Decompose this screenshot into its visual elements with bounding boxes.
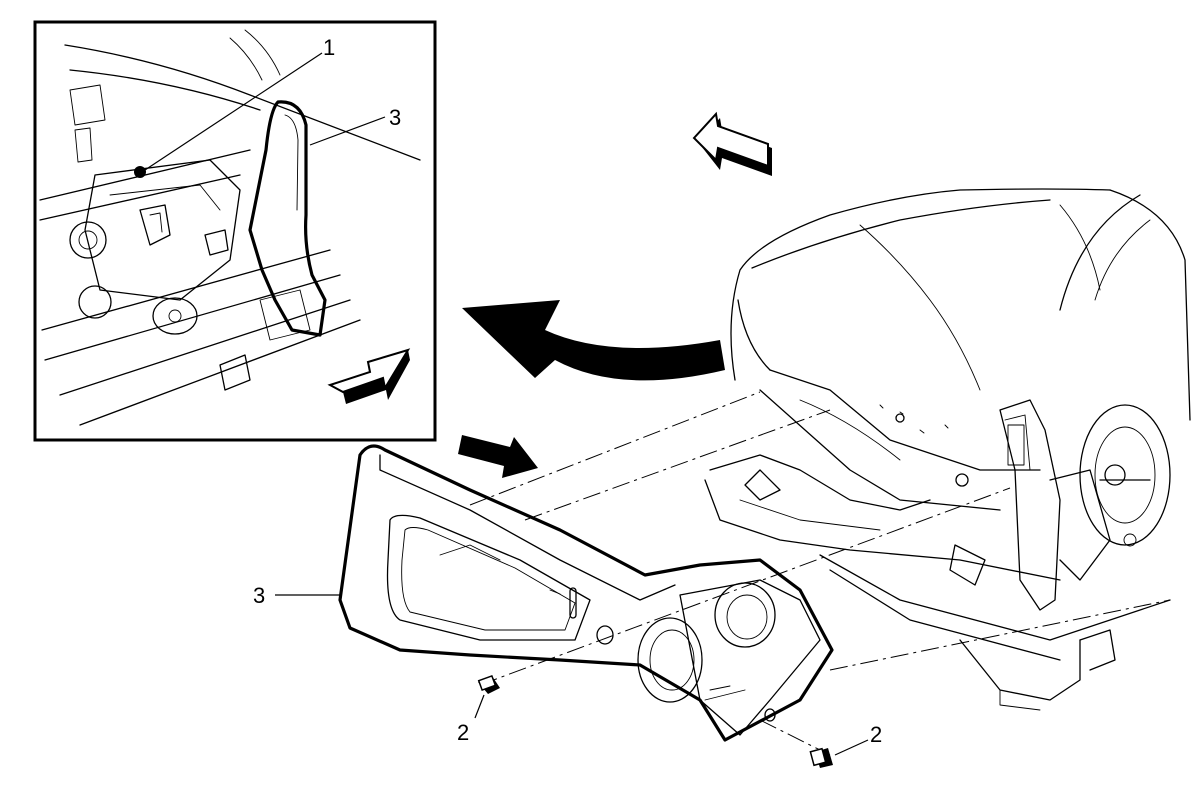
callout-3-main: 3 <box>253 583 265 608</box>
inset-side-cover <box>248 100 327 337</box>
install-arrow <box>458 435 538 478</box>
leader-2-right <box>834 739 869 756</box>
leader-3-inset <box>309 116 386 146</box>
callout-2-right: 2 <box>870 722 882 747</box>
inset-seat-mechanism <box>39 29 421 426</box>
inset-fastener-1 <box>134 166 146 178</box>
removal-arrow <box>462 300 725 381</box>
leader-1 <box>144 52 323 171</box>
callout-1: 1 <box>323 35 335 60</box>
screw-left <box>477 674 500 694</box>
seat-assembly <box>704 188 1191 711</box>
leader-2-left <box>474 694 485 719</box>
main-side-cover <box>338 444 834 742</box>
screw-right <box>809 747 833 768</box>
inset-frame <box>33 20 437 442</box>
inset-detail-view: 1 3 <box>33 20 437 442</box>
alignment-lines <box>469 391 1171 756</box>
callout-3-inset: 3 <box>389 105 401 130</box>
callout-2-left: 2 <box>457 720 469 745</box>
top-direction-arrow <box>692 111 772 176</box>
